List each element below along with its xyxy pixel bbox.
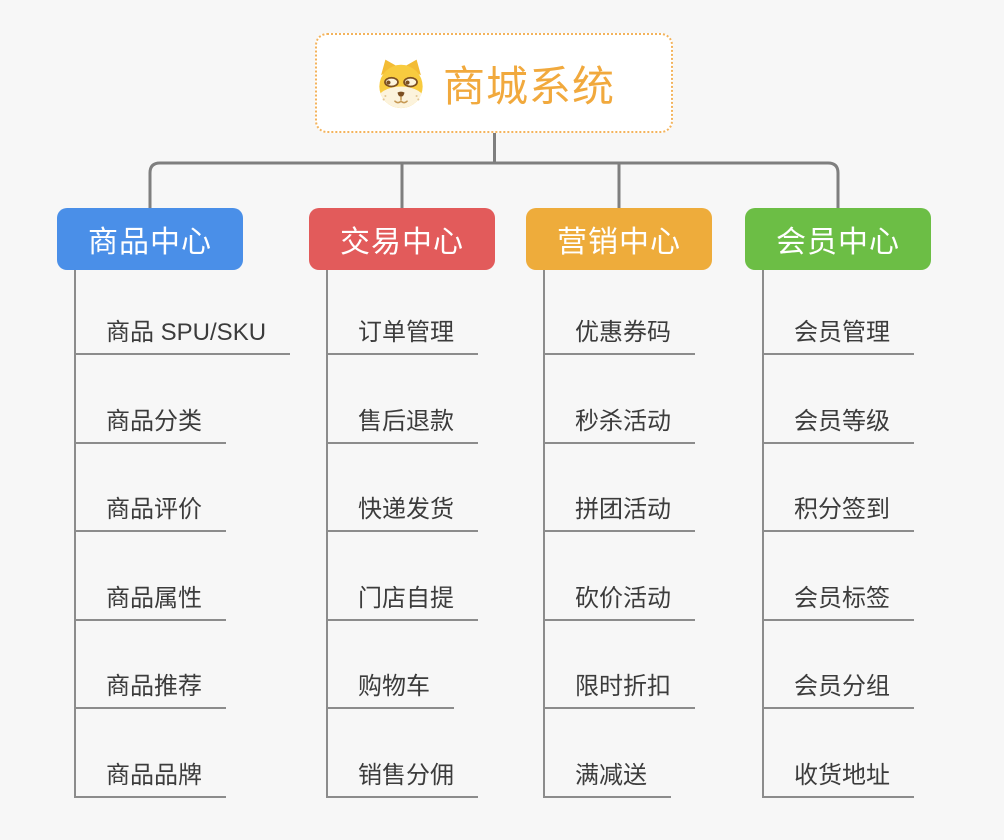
- leaf-node[interactable]: 商品评价: [74, 493, 226, 532]
- branch-trunk-line: [543, 270, 545, 798]
- leaf-node[interactable]: 收货地址: [762, 759, 914, 798]
- leaf-node[interactable]: 商品品牌: [74, 759, 226, 798]
- branch-rail-line: [148, 161, 840, 208]
- leaf-node[interactable]: 会员标签: [762, 582, 914, 621]
- leaf-node[interactable]: 满减送: [543, 759, 671, 798]
- leaf-node[interactable]: 拼团活动: [543, 493, 695, 532]
- leaf-node[interactable]: 销售分佣: [326, 759, 478, 798]
- leaf-node[interactable]: 商品 SPU/SKU: [74, 316, 291, 355]
- leaf-node[interactable]: 商品分类: [74, 405, 226, 444]
- branch-label: 会员中心: [776, 226, 900, 259]
- root-node[interactable]: 商城系统: [315, 33, 673, 133]
- root-title: 商城系统: [442, 62, 615, 110]
- leaf-node[interactable]: 商品属性: [74, 582, 226, 621]
- branch-label: 交易中心: [340, 226, 464, 259]
- shiba-dog-icon: [379, 59, 423, 109]
- branch-trunk-line: [326, 270, 328, 798]
- branch-node[interactable]: 商品中心: [57, 208, 243, 270]
- leaf-node[interactable]: 快递发货: [326, 493, 478, 532]
- branch-column-4: 会员中心 会员管理会员等级积分签到会员标签会员分组收货地址: [745, 0, 931, 840]
- leaf-node[interactable]: 秒杀活动: [543, 405, 695, 444]
- leaf-node[interactable]: 购物车: [326, 670, 454, 709]
- leaf-node[interactable]: 门店自提: [326, 582, 478, 621]
- leaf-node[interactable]: 砍价活动: [543, 582, 695, 621]
- leaf-node[interactable]: 优惠券码: [543, 316, 695, 355]
- branch-node[interactable]: 营销中心: [526, 208, 712, 270]
- branch-node[interactable]: 交易中心: [309, 208, 495, 270]
- leaf-node[interactable]: 会员等级: [762, 405, 914, 444]
- leaf-node[interactable]: 会员管理: [762, 316, 914, 355]
- branch-trunk-line: [762, 270, 764, 798]
- branch-node[interactable]: 会员中心: [745, 208, 931, 270]
- branch-column-1: 商品中心 商品 SPU/SKU 商品分类商品评价商品属性商品推荐商品品牌: [57, 0, 291, 840]
- leaf-node[interactable]: 积分签到: [762, 493, 914, 532]
- branch-label: 营销中心: [557, 226, 681, 259]
- leaf-node[interactable]: 会员分组: [762, 670, 914, 709]
- branch-label: 商品中心: [88, 226, 212, 259]
- branch-column-2: 交易中心 订单管理售后退款快递发货门店自提购物车销售分佣: [309, 0, 495, 840]
- branch-column-3: 营销中心 优惠券码秒杀活动拼团活动砍价活动限时折扣满减送: [526, 0, 712, 840]
- leaf-node[interactable]: 限时折扣: [543, 670, 695, 709]
- leaf-node[interactable]: 订单管理: [326, 316, 478, 355]
- leaf-node[interactable]: 售后退款: [326, 405, 478, 444]
- branch-trunk-line: [74, 270, 76, 798]
- leaf-node[interactable]: 商品推荐: [74, 670, 226, 709]
